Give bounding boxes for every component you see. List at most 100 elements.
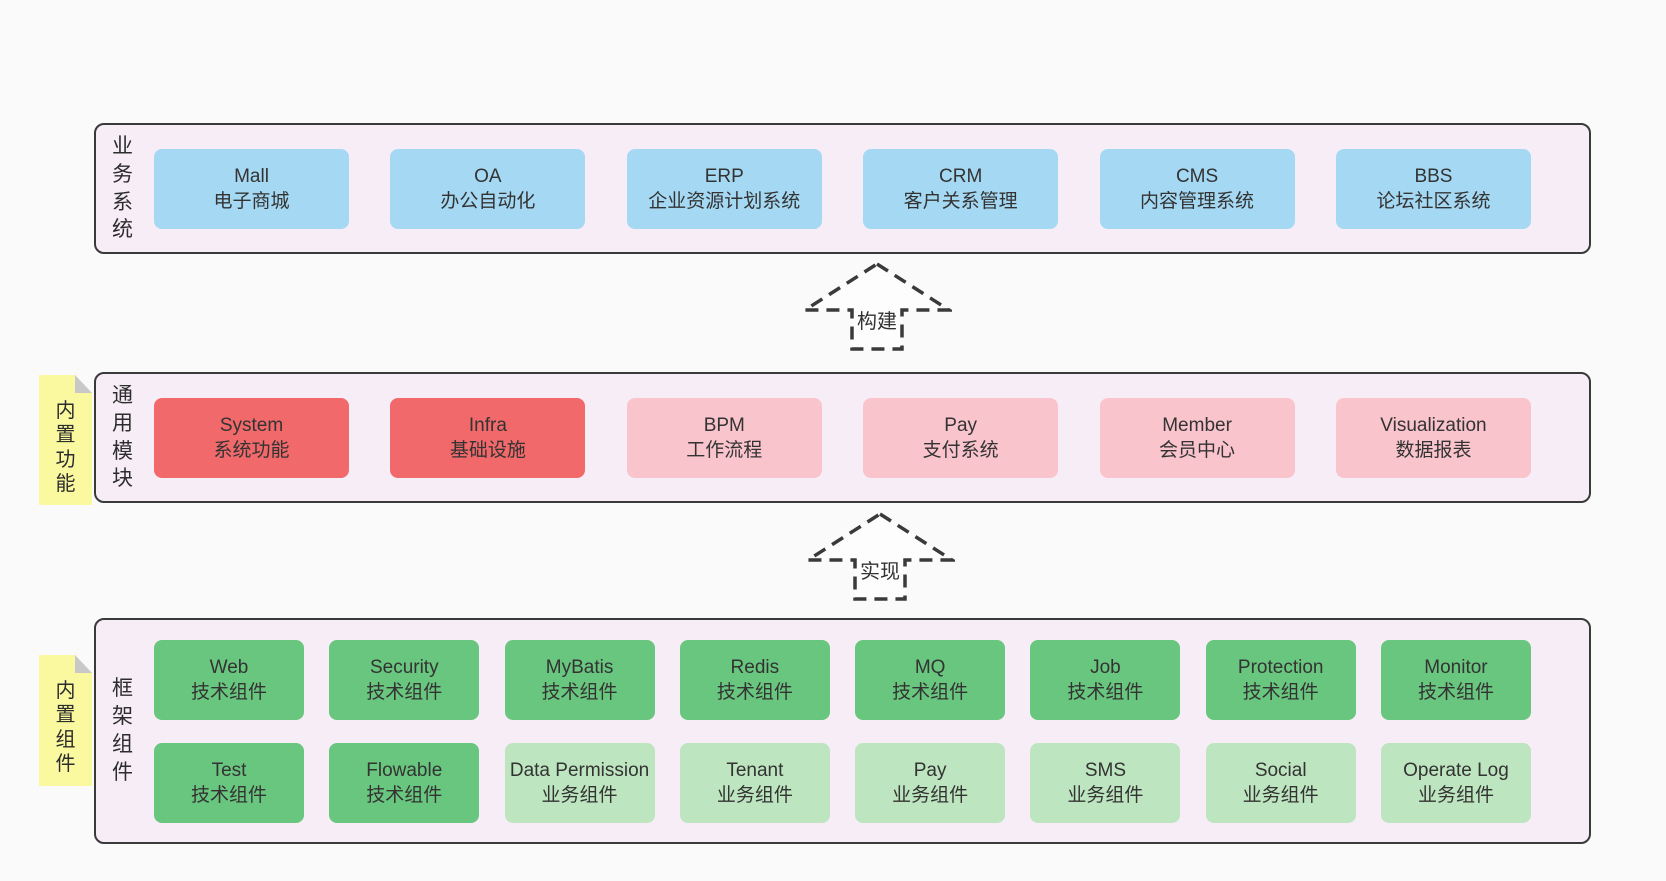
box-infra: Infra 基础设施 [390, 397, 586, 478]
box-cms: CMS 内容管理系统 [1099, 148, 1295, 229]
box-name: Operate Log [1403, 759, 1509, 781]
box-name: System [219, 414, 284, 436]
sticky-built-in-features-label: 内置功能 [55, 400, 76, 496]
box-desc: 办公自动化 [440, 190, 536, 212]
band-framework-components-label: 框架组件 [112, 677, 133, 784]
box-desc: 系统功能 [213, 439, 290, 461]
box-name: CMS [1175, 165, 1219, 187]
box-social: Social 业务组件 [1205, 742, 1356, 823]
box-desc: 工作流程 [686, 439, 763, 461]
box-name: Job [1090, 656, 1121, 678]
box-desc: 技术组件 [892, 681, 969, 703]
band-business-systems-label: 业务系统 [112, 134, 133, 242]
box-name: Data Permission [509, 759, 650, 781]
box-bbs: BBS 论坛社区系统 [1335, 148, 1531, 229]
box-name: Security [369, 656, 439, 678]
box-desc: 业务组件 [892, 784, 969, 806]
box-name: Test [211, 759, 247, 781]
box-desc: 业务组件 [541, 784, 618, 806]
box-desc: 内容管理系统 [1140, 190, 1255, 212]
box-desc: 基础设施 [449, 439, 526, 461]
box-web: Web 技术组件 [154, 639, 304, 720]
band-label: 框架组件 [109, 620, 136, 842]
box-mybatis: MyBatis 技术组件 [504, 639, 655, 720]
box-name: Web [209, 656, 249, 678]
box-name: OA [474, 165, 502, 187]
box-desc: 业务组件 [1242, 784, 1319, 806]
box-name: ERP [704, 165, 744, 187]
box-desc: 技术组件 [190, 784, 267, 806]
box-desc: 技术组件 [716, 681, 793, 703]
module-row: System 系统功能 Infra 基础设施 BPM 工作流程 Pay 支付系统 Member 会… [154, 397, 1531, 478]
build-arrow-label: 构建 [857, 310, 897, 333]
box-name: Mall [234, 165, 269, 187]
box-crm: CRM 客户关系管理 [863, 148, 1059, 229]
band-common-modules-label: 通用模块 [112, 383, 133, 491]
box-operate-log: Operate Log 业务组件 [1380, 742, 1531, 823]
arrow-outline [805, 511, 955, 601]
sticky-note-built-in-features: 内置功能 [39, 375, 92, 505]
box-name: MyBatis [545, 656, 614, 678]
band-business-systems: 业务系统 Mall 电子商城 OA 办公自动化 ERP 企业资源计划系统 CRM 客户关系管理… [94, 123, 1591, 254]
band-common-modules: 通用模块 System 系统功能 Infra 基础设施 BPM 工作流程 Pay 支付系统 Me… [94, 372, 1591, 503]
box-test: Test 技术组件 [154, 742, 304, 823]
box-desc: 论坛社区系统 [1376, 190, 1491, 212]
sticky-built-in-components-label: 内置组件 [55, 680, 76, 776]
box-pay: Pay 业务组件 [855, 742, 1006, 823]
box-member: Member 会员中心 [1099, 397, 1295, 478]
box-name: CRM [939, 165, 983, 187]
box-data-permission: Data Permission 业务组件 [504, 742, 655, 823]
box-name: Pay [944, 414, 978, 436]
box-name: Social [1254, 759, 1307, 781]
box-desc: 技术组件 [541, 681, 618, 703]
box-desc: 企业资源计划系统 [648, 190, 801, 212]
box-visualization: Visualization 数据报表 [1335, 397, 1531, 478]
box-desc: 技术组件 [366, 784, 443, 806]
box-system: System 系统功能 [154, 397, 349, 478]
box-name: BPM [703, 414, 745, 436]
band-label: 通用模块 [109, 374, 136, 501]
implement-arrow-up-icon: 实现 [805, 511, 955, 601]
box-desc: 客户关系管理 [903, 190, 1018, 212]
implement-arrow-label: 实现 [860, 560, 900, 583]
module-row: Test 技术组件 Flowable 技术组件 Data Permission 业务组件 T… [154, 742, 1531, 823]
box-security: Security 技术组件 [329, 639, 480, 720]
box-desc: 支付系统 [922, 439, 999, 461]
box-desc: 业务组件 [1417, 784, 1494, 806]
box-name: Visualization [1380, 414, 1487, 436]
box-name: Member [1162, 414, 1232, 436]
band-label: 业务系统 [109, 125, 136, 252]
build-arrow-up-icon: 构建 [802, 261, 952, 351]
box-name: MQ [914, 656, 946, 678]
box-desc: 数据报表 [1395, 439, 1472, 461]
box-erp: ERP 企业资源计划系统 [626, 148, 822, 229]
box-desc: 业务组件 [1067, 784, 1144, 806]
box-name: Flowable [366, 759, 443, 781]
box-redis: Redis 技术组件 [679, 639, 830, 720]
band-business-systems-rows: Mall 电子商城 OA 办公自动化 ERP 企业资源计划系统 CRM 客户关系管理 CMS 内容… [154, 125, 1531, 252]
box-name: Tenant [726, 759, 784, 781]
sticky-note-built-in-components: 内置组件 [39, 655, 92, 786]
box-name: Protection [1237, 656, 1324, 678]
box-name: Monitor [1424, 656, 1488, 678]
box-name: Redis [730, 656, 780, 678]
box-name: Infra [468, 414, 507, 436]
box-desc: 技术组件 [190, 681, 267, 703]
box-desc: 技术组件 [1242, 681, 1319, 703]
box-name: BBS [1414, 165, 1453, 187]
box-desc: 电子商城 [213, 190, 290, 212]
box-pay: Pay 支付系统 [863, 397, 1059, 478]
box-mall: Mall 电子商城 [154, 148, 349, 229]
box-desc: 会员中心 [1159, 439, 1236, 461]
box-desc: 技术组件 [366, 681, 443, 703]
box-mq: MQ 技术组件 [855, 639, 1006, 720]
box-name: Pay [913, 759, 947, 781]
